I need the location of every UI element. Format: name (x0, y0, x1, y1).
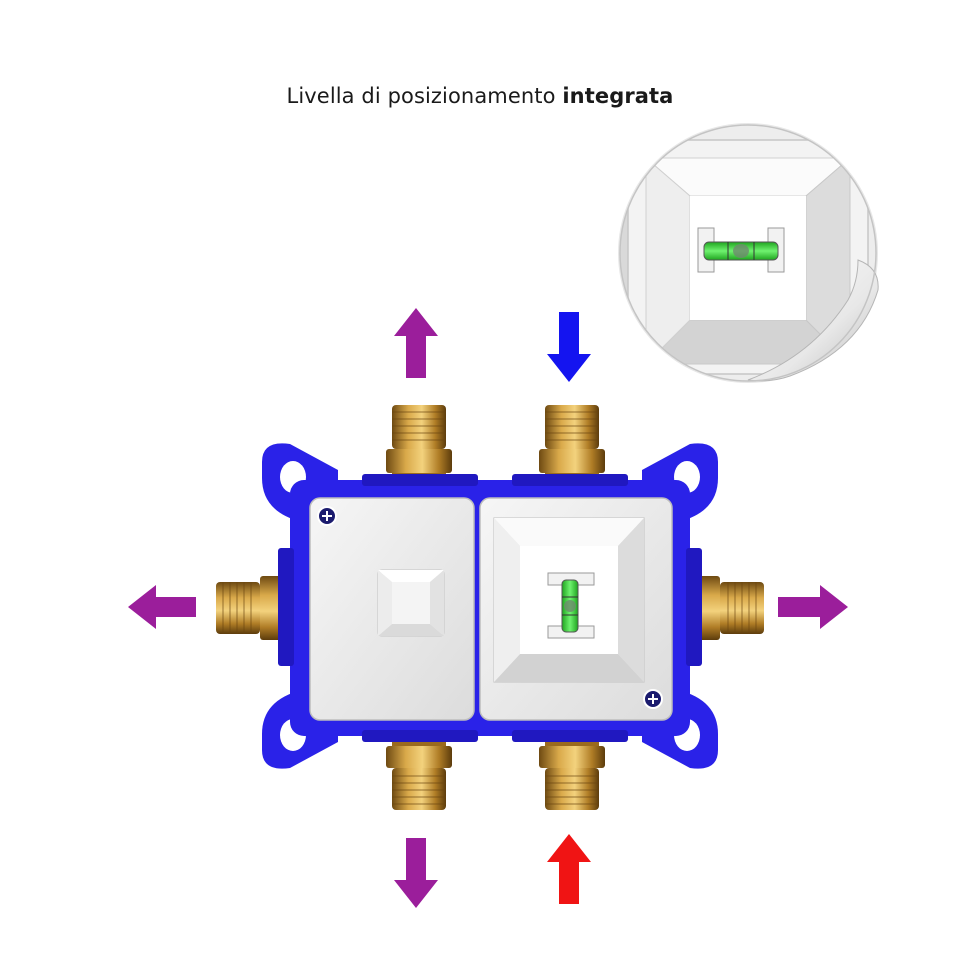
arrow-outlet-right (778, 585, 848, 629)
brass-fitting-bottom-right (539, 738, 605, 810)
arrow-outlet-up (394, 308, 438, 378)
caption-title: Livella di posizionamento integrata (0, 84, 960, 108)
caption-highlight: integrata (562, 84, 674, 108)
screw-icon (643, 689, 663, 709)
arrow-cold-inlet-down (547, 312, 591, 382)
screw-icon (317, 506, 337, 526)
magnifier-detail-icon (618, 123, 879, 383)
brass-fitting-bottom-left (386, 738, 452, 810)
arrow-outlet-left (128, 585, 196, 629)
bubble-level-icon (547, 572, 595, 639)
arrow-outlet-down (394, 838, 438, 908)
brass-fitting-top-right (539, 405, 605, 481)
brass-fitting-top-left (386, 405, 452, 481)
arrow-hot-inlet-up (547, 834, 591, 904)
square-cap (377, 569, 445, 637)
caption-prefix: Livella di posizionamento (286, 84, 556, 108)
